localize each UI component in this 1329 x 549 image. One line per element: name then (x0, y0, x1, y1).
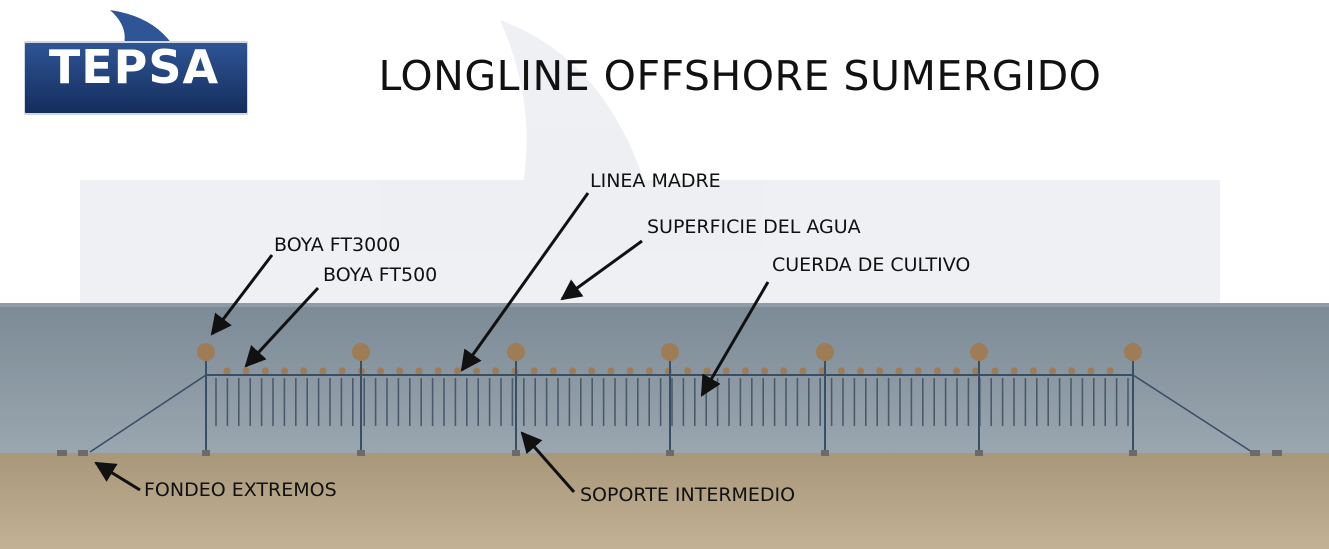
large-buoy-ft3000 (816, 343, 834, 361)
annotation-arrows (94, 192, 770, 493)
small-buoy-ft500 (665, 367, 673, 375)
small-buoy-ft500 (1010, 367, 1018, 375)
support-anchor-block (202, 450, 210, 456)
small-buoy-ft500 (1049, 367, 1057, 375)
anchor-block-right (1250, 450, 1260, 456)
small-buoy-ft500 (953, 367, 961, 375)
small-buoy-ft500 (530, 367, 538, 375)
small-buoy-ft500 (588, 367, 596, 375)
small-buoy-ft500 (1029, 367, 1037, 375)
anchor-block-left (78, 450, 88, 456)
small-buoy-ft500 (281, 367, 289, 375)
small-buoy-ft500 (857, 367, 865, 375)
small-buoy-ft500 (722, 367, 730, 375)
small-buoy-ft500 (761, 367, 769, 375)
small-buoy-ft500 (549, 367, 558, 375)
small-buoy-ft500 (434, 367, 442, 375)
small-buoy-ft500 (319, 367, 327, 375)
large-buoy-ft3000 (970, 343, 988, 361)
support-anchor-block (666, 450, 674, 456)
label-soporte-intermedio: SOPORTE INTERMEDIO (580, 484, 796, 506)
large-buoy-ft3000 (352, 343, 370, 361)
support-anchor-block (357, 450, 365, 456)
longline-structure (57, 343, 1282, 456)
small-buoy-ft500 (300, 367, 308, 375)
tepsa-logo (24, 10, 248, 115)
label-linea-madre: LINEA MADRE (590, 170, 721, 192)
support-anchor-block (975, 450, 983, 456)
arrow-boya-ft500 (244, 286, 320, 368)
small-buoy-ft500 (991, 367, 999, 375)
small-buoy-ft500 (780, 367, 788, 375)
logo-text: TEPSA (48, 40, 220, 94)
anchor-line-left (89, 374, 207, 453)
anchor-line-right (1132, 374, 1253, 453)
small-buoy-ft500 (933, 367, 942, 375)
small-buoy-ft500 (895, 367, 903, 375)
small-buoy-ft500 (626, 367, 634, 375)
small-buoy-ft500 (473, 367, 481, 375)
water-body (0, 303, 1329, 453)
anchor-block-left (57, 450, 67, 456)
large-buoy-ft3000 (197, 343, 215, 361)
arrow-linea-madre (460, 192, 590, 372)
small-buoy-ft500 (261, 367, 269, 375)
label-boya-ft500: BOYA FT500 (323, 264, 438, 286)
anchor-block-right (1272, 450, 1282, 456)
small-buoy-ft500 (645, 367, 654, 375)
small-buoy-ft500 (453, 367, 461, 375)
small-buoy-ft500 (492, 367, 500, 375)
arrow-soporte-intermedio (520, 431, 576, 493)
arrow-fondeo-extremos (94, 461, 141, 492)
shark-fin-icon (110, 10, 172, 44)
small-buoy-ft500 (799, 367, 807, 375)
small-buoy-ft500 (684, 367, 692, 375)
small-buoy-ft500 (703, 367, 711, 375)
small-buoy-ft500 (914, 367, 922, 375)
small-buoy-ft500 (396, 367, 404, 375)
support-anchor-block (821, 450, 829, 456)
small-buoy-ft500 (741, 367, 750, 375)
small-buoy-ft500 (837, 367, 846, 375)
support-anchor-block (512, 450, 520, 456)
small-buoy-ft500 (338, 367, 346, 375)
small-buoy-ft500 (1068, 367, 1076, 375)
label-boya-ft3000: BOYA FT3000 (274, 234, 401, 256)
arrow-superficie (560, 239, 643, 301)
small-buoy-ft500 (569, 367, 577, 375)
small-buoy-ft500 (1087, 367, 1095, 375)
small-buoy-ft500 (242, 367, 250, 375)
small-buoy-ft500 (377, 367, 385, 375)
small-buoy-ft500 (415, 367, 423, 375)
large-buoy-ft3000 (661, 343, 679, 361)
small-buoy-ft500 (607, 367, 615, 375)
arrow-cuerda-cultivo (700, 281, 770, 397)
support-anchor-block (1129, 450, 1137, 456)
seabed (0, 453, 1329, 549)
small-buoy-ft500 (972, 367, 980, 375)
small-buoy-ft500 (223, 367, 231, 375)
label-superficie-del-agua: SUPERFICIE DEL AGUA (647, 216, 861, 238)
large-buoy-ft3000 (1124, 343, 1142, 361)
small-buoy-ft500 (1106, 367, 1114, 375)
label-fondeo-extremos: FONDEO EXTREMOS (144, 479, 337, 501)
page-title: LONGLINE OFFSHORE SUMERGIDO (378, 52, 1102, 100)
large-buoy-ft3000 (507, 343, 525, 361)
small-buoy-ft500 (876, 367, 884, 375)
label-cuerda-de-cultivo: CUERDA DE CULTIVO (772, 254, 971, 276)
arrow-boya-ft3000 (210, 254, 274, 336)
water-surface-band (0, 303, 1329, 307)
